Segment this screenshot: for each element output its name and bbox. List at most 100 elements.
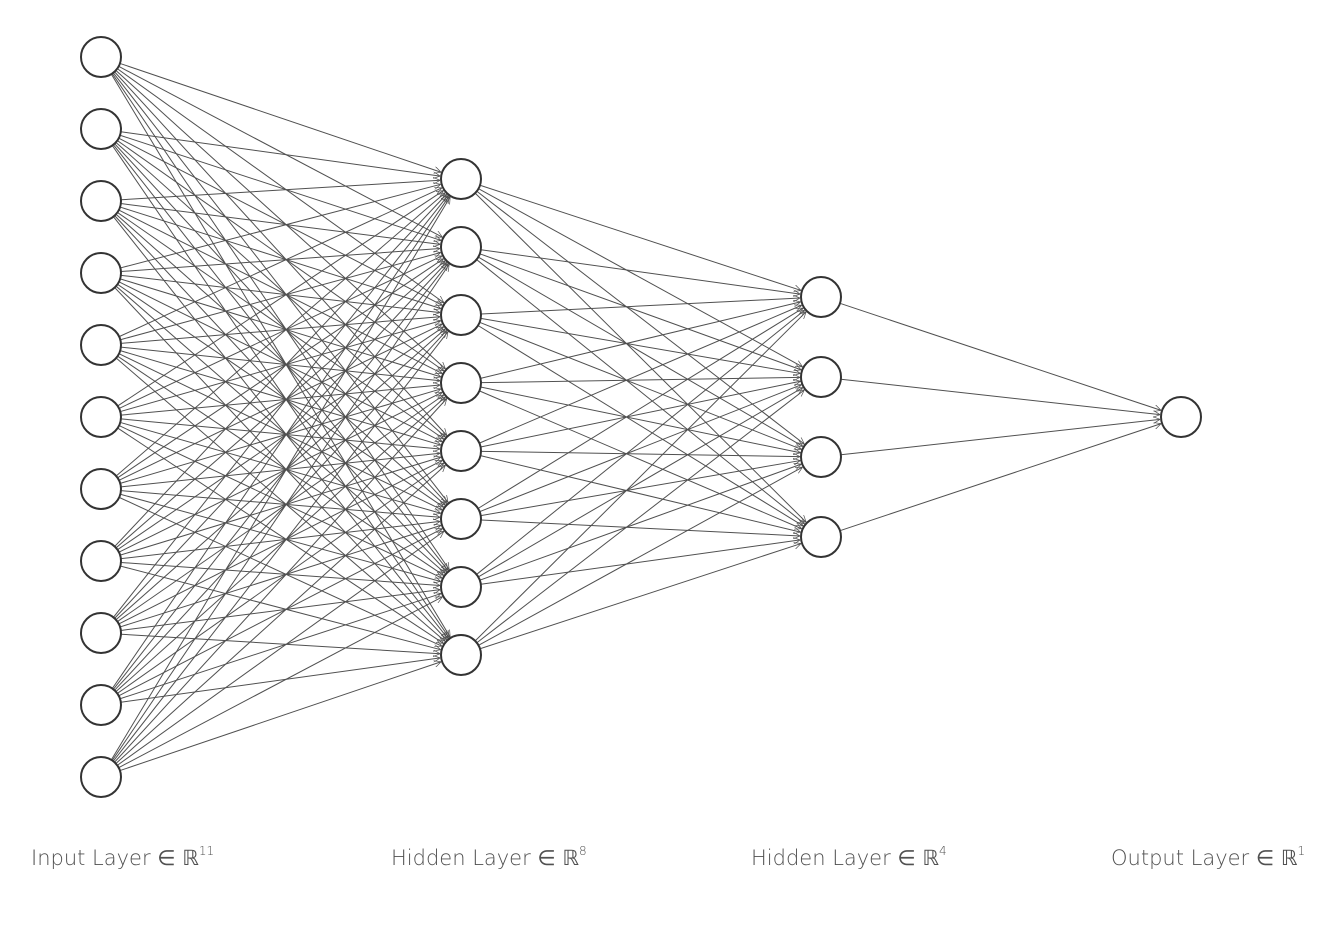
connection-edge [118,496,442,646]
connection-edge [120,385,440,416]
connection-edge [117,283,444,507]
connection-edge [119,62,441,172]
connection-edge [117,191,444,407]
neuron-layer3-node2 [800,356,842,398]
connection-edge [115,70,446,368]
connection-edge [120,565,440,650]
connection-edge [114,330,447,691]
connection-edge [120,131,440,176]
neuron-layer1-node5 [80,324,122,366]
connections [110,62,1161,772]
connection-edge [477,325,803,527]
connection-edge [114,143,447,504]
connection-edge [120,633,440,654]
connection-edge [118,137,443,306]
connection-edge [120,350,441,445]
connection-edge [480,381,801,448]
neuron-layer3-node4 [800,516,842,558]
connection-edge [112,264,448,690]
connection-edge [114,287,447,640]
connection-edge [478,256,803,447]
connection-edge [476,390,805,644]
connection-edge [117,355,444,575]
connection-edge [476,190,805,444]
connection-edge [118,425,442,578]
connection-edge [111,196,449,689]
connection-edge [480,249,800,294]
connection-edge [114,399,446,763]
connection-edge [118,281,442,443]
layer-label-4: Output Layer ∈ ℝ1 [1111,844,1305,870]
connection-edge [115,357,445,641]
connection-edge [117,259,444,479]
connection-edge [116,531,444,766]
layer-label-text: Input Layer ∈ ℝ [31,846,199,870]
connection-edge [479,321,802,449]
connection-edge [120,490,440,518]
connection-edge [479,305,801,444]
connection-edge [117,427,444,643]
connection-edge [119,594,441,700]
neuron-layer2-node4 [440,362,482,404]
neuron-layer2-node1 [440,158,482,200]
neuron-layer1-node11 [80,756,122,798]
connection-edge [480,540,800,585]
connection-edge [120,561,440,585]
connection-edge [120,321,441,413]
connection-edge [480,450,800,456]
connection-edge [110,73,451,637]
neuron-layer3-node3 [800,436,842,478]
connection-edge [115,285,445,573]
connection-edge [118,256,442,409]
neuron-layer1-node9 [80,612,122,654]
connection-edge [480,461,801,517]
connection-edge [118,324,442,481]
neuron-layer2-node3 [440,294,482,336]
connection-edge [120,184,440,269]
neuron-layer2-node5 [440,430,482,472]
connection-edge [840,419,1160,456]
connection-edge [120,253,440,341]
neuron-layer1-node2 [80,108,122,150]
connection-edge [118,391,442,553]
neuron-layer1-node10 [80,684,122,726]
neuron-layer1-node7 [80,468,122,510]
connection-edge [117,327,444,551]
layer-label-superscript: 11 [199,844,214,858]
connection-edge [117,211,443,439]
connection-edge [117,140,444,371]
connection-edge [115,465,446,764]
neuron-layer1-node1 [80,36,122,78]
connection-edge [118,209,442,374]
connection-edge [111,145,449,638]
connection-edge [118,460,442,625]
connection-edge [118,353,442,510]
connection-edge [115,261,445,549]
connection-edge [115,141,445,437]
connection-edge [115,213,445,505]
connection-edge [119,206,441,309]
connection-edge [480,298,800,315]
connection-edge [479,253,801,370]
neuron-layer2-node8 [440,634,482,676]
connection-edge [117,463,444,694]
connection-edge [111,73,449,570]
connection-edge [120,317,440,344]
connection-edge [113,195,448,618]
layer-label-text: Output Layer ∈ ℝ [1111,846,1298,870]
connection-edge [479,184,801,290]
connection-edge [479,385,802,513]
connection-edge [479,544,801,650]
neuron-layer2-node6 [440,498,482,540]
connection-edge [116,68,444,303]
neuron-layer2-node2 [440,226,482,268]
connection-edge [120,203,440,245]
connection-edge [477,307,803,509]
connection-edge [476,259,805,524]
layer-label-text: Hidden Layer ∈ ℝ [751,846,939,870]
connection-edge [839,302,1161,410]
connection-edge [118,596,443,769]
connection-edge [110,197,451,761]
connection-edge [114,262,447,619]
layer-label-superscript: 4 [939,844,947,858]
